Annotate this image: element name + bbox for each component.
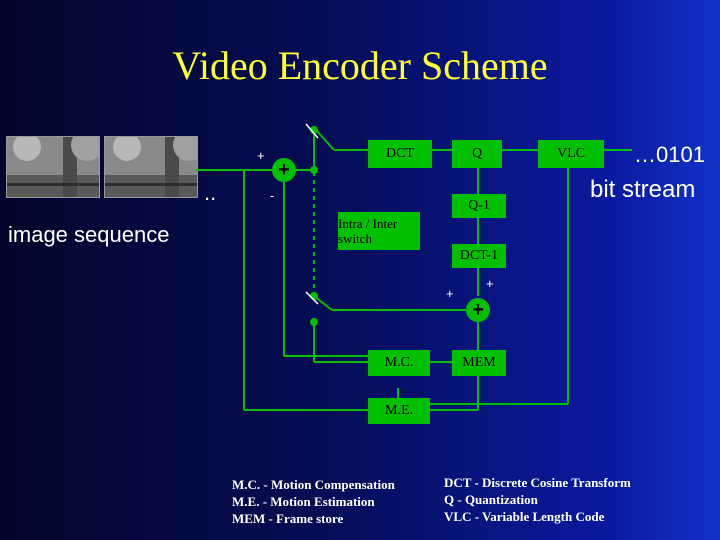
- legend-right-dct: DCT - Discrete Cosine Transform: [444, 475, 631, 490]
- bitstream-label: bit stream: [590, 176, 696, 203]
- dct-block: DCT: [368, 140, 432, 168]
- mc-block: M.C.: [368, 350, 430, 376]
- mc-label: M.C.: [384, 355, 414, 370]
- sum1-plus-sign: +: [257, 148, 265, 163]
- me-label: M.E.: [385, 403, 413, 418]
- sum1-minus-sign: -: [270, 188, 275, 203]
- frame-image-1: [7, 137, 99, 197]
- sum2-left-sign: +: [446, 286, 454, 301]
- bitstream-bits: …0101: [634, 142, 705, 167]
- image-sequence-label: image sequence: [8, 222, 170, 247]
- sequence-dots: ..: [204, 180, 217, 205]
- legend-left-mem: MEM - Frame store: [232, 511, 344, 526]
- mem-label: MEM: [462, 355, 496, 370]
- mem-block: MEM: [452, 350, 506, 376]
- q-label: Q: [471, 146, 483, 161]
- adder-sum-node: +: [466, 298, 490, 322]
- legend-left-me: M.E. - Motion Estimation: [232, 494, 375, 509]
- frame-thumbnail-1: [6, 136, 100, 198]
- vlc-block: VLC: [538, 140, 604, 168]
- q-inverse-label: Q-1: [468, 198, 490, 213]
- switch-label: Intra / Inter switch: [338, 216, 398, 246]
- legend-left: M.C. - Motion Compensation M.E. - Motion…: [232, 476, 395, 527]
- legend-right: DCT - Discrete Cosine Transform Q - Quan…: [444, 474, 631, 525]
- dct-label: DCT: [386, 146, 414, 161]
- legend-left-mc: M.C. - Motion Compensation: [232, 477, 395, 492]
- legend-right-q: Q - Quantization: [444, 492, 538, 507]
- legend-right-vlc: VLC - Variable Length Code: [444, 509, 605, 524]
- sum2-symbol: +: [472, 298, 484, 321]
- frame-thumbnail-2: [104, 136, 198, 198]
- dct-inverse-label: DCT-1: [459, 248, 499, 263]
- q-block: Q: [452, 140, 502, 168]
- page-title: Video Encoder Scheme: [172, 43, 548, 88]
- q-inverse-block: Q-1: [452, 194, 506, 218]
- me-block: M.E.: [368, 398, 430, 424]
- frame-image-2: [105, 137, 197, 197]
- subtractor-sum-node: +: [272, 158, 296, 182]
- sum2-top-sign: +: [486, 276, 494, 291]
- vlc-label: VLC: [557, 146, 585, 161]
- sum1-symbol: +: [278, 158, 290, 181]
- dct-inverse-block: DCT-1: [452, 244, 506, 268]
- switch-label-block: Intra / Inter switch: [338, 212, 420, 250]
